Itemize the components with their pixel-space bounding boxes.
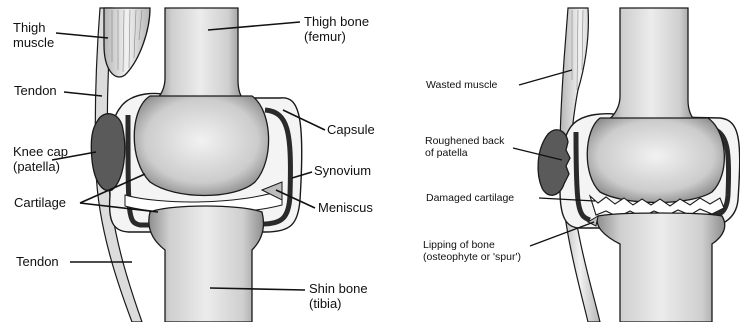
label-cartilage: Cartilage [14, 196, 66, 211]
label-damaged-cartilage: Damaged cartilage [426, 193, 514, 205]
thigh-muscle [104, 8, 150, 77]
label-tendon-upper: Tendon [14, 84, 57, 99]
femur-condyle [134, 96, 268, 196]
label-capsule: Capsule [327, 123, 375, 138]
label-thigh-muscle: Thigh muscle [13, 21, 65, 50]
label-knee-cap: Knee cap (patella) [13, 145, 75, 174]
femur-shaft-damaged [606, 8, 696, 122]
label-roughened-patella: Roughened back of patella [425, 136, 515, 160]
femur-condyle-damaged [587, 118, 724, 203]
arthritic-knee-drawing [513, 8, 740, 322]
tibia-damaged [597, 213, 725, 322]
tibia [149, 206, 264, 322]
label-synovium: Synovium [314, 164, 371, 179]
label-shin-bone: Shin bone (tibia) [309, 282, 379, 311]
healthy-knee-drawing [52, 8, 325, 322]
label-meniscus: Meniscus [318, 201, 373, 216]
label-thigh-muscle-text: Thigh muscle [13, 21, 65, 50]
label-wasted-muscle: Wasted muscle [426, 80, 497, 92]
label-lipping-of-bone: Lipping of bone (osteophyte or 'spur') [423, 240, 539, 264]
label-thigh-bone: Thigh bone (femur) [304, 15, 384, 44]
label-tendon-lower: Tendon [16, 255, 59, 270]
patella [91, 114, 125, 191]
femur-shaft [156, 8, 244, 100]
